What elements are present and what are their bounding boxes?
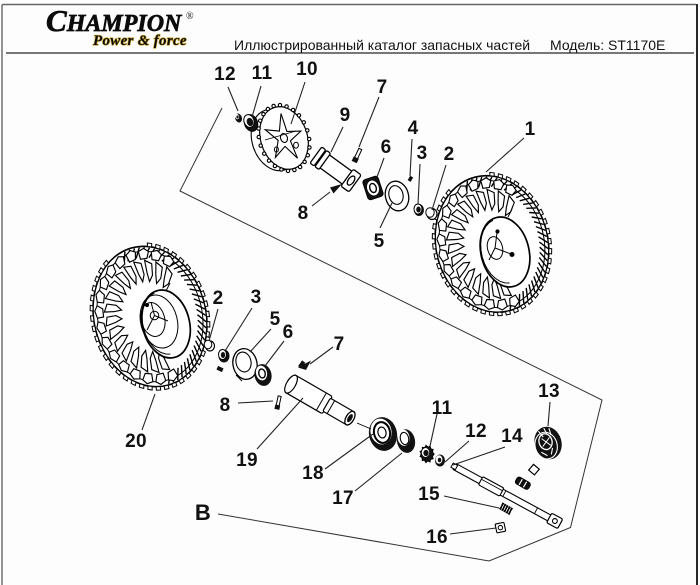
svg-text:2: 2 <box>444 144 455 165</box>
svg-text:11: 11 <box>252 63 273 84</box>
svg-text:11: 11 <box>432 398 453 419</box>
svg-text:7: 7 <box>377 77 388 98</box>
svg-text:12: 12 <box>214 64 236 85</box>
svg-text:15: 15 <box>418 484 440 505</box>
svg-text:18: 18 <box>302 463 324 484</box>
svg-text:20: 20 <box>125 431 147 452</box>
svg-text:®: ® <box>186 11 194 22</box>
svg-text:16: 16 <box>426 527 448 548</box>
svg-text:2: 2 <box>213 288 224 309</box>
svg-text:19: 19 <box>236 450 258 471</box>
svg-text:1: 1 <box>525 119 536 140</box>
svg-text:17: 17 <box>332 488 354 509</box>
svg-text:3: 3 <box>251 287 262 308</box>
svg-text:Модель: ST1170E: Модель: ST1170E <box>550 37 665 53</box>
svg-text:10: 10 <box>296 59 318 80</box>
svg-text:6: 6 <box>283 322 294 343</box>
svg-text:5: 5 <box>374 231 385 252</box>
svg-text:Иллюстрированный каталог запас: Иллюстрированный каталог запасных частей <box>234 37 530 53</box>
svg-text:7: 7 <box>334 334 345 355</box>
svg-text:8: 8 <box>298 203 309 224</box>
svg-text:B: B <box>195 500 211 525</box>
svg-text:12: 12 <box>465 421 487 442</box>
svg-text:6: 6 <box>381 137 392 158</box>
svg-text:4: 4 <box>408 118 419 139</box>
svg-text:5: 5 <box>270 309 281 330</box>
svg-text:13: 13 <box>538 381 560 402</box>
svg-text:3: 3 <box>417 143 428 164</box>
svg-text:14: 14 <box>501 426 523 447</box>
svg-text:Power & force: Power & force <box>93 33 187 49</box>
svg-text:8: 8 <box>220 395 231 416</box>
svg-text:9: 9 <box>340 105 351 126</box>
